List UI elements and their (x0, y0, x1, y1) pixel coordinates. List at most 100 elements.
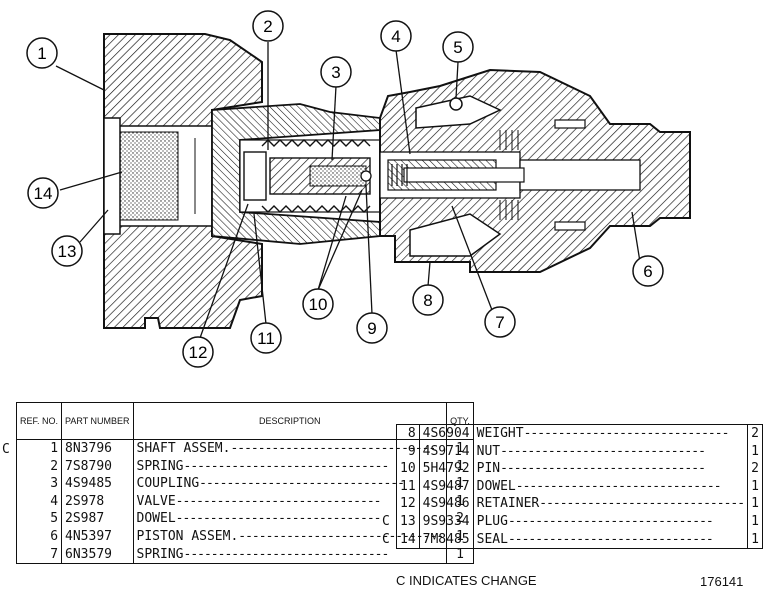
coupling-body (211, 103, 381, 245)
callout-5: 5 (442, 31, 474, 63)
leader-dashes: ------------------------------ (230, 441, 436, 456)
leader-dashes: ------------------------------ (175, 493, 382, 509)
svg-text:11: 11 (257, 329, 275, 348)
svg-text:1: 1 (37, 44, 46, 63)
qty-cell: 2 (751, 426, 759, 441)
leader-dashes: ------------------------------ (199, 476, 405, 492)
leader-dashes: ------------------------------ (500, 443, 706, 459)
callout-2: 2 (252, 10, 284, 42)
leader-dashes: ------------------------------ (175, 511, 382, 527)
description-cell: VALVE------------------------------ (133, 492, 448, 511)
svg-text:6: 6 (643, 262, 652, 281)
callout-14: 14 (27, 177, 59, 209)
description-text: SPRING (136, 458, 184, 474)
figure-number: 176141 (700, 574, 744, 589)
callout-8: 8 (412, 284, 444, 316)
qty-cell: 1 (751, 496, 759, 512)
ref-cell: 6 (16, 527, 63, 546)
description-cell: SPRING------------------------------ (133, 545, 448, 564)
description-cell: DOWEL------------------------------ (473, 477, 749, 496)
svg-text:13: 13 (58, 242, 77, 261)
part-number-cell: 4S9485 (61, 475, 134, 493)
leader-dashes: ------------------------------ (523, 426, 730, 441)
part-number-cell: 4N5397 (61, 527, 134, 546)
description-cell: NUT------------------------------ (473, 442, 749, 461)
description-text: COUPLING (136, 476, 200, 492)
leader-dashes: ------------------------------ (515, 478, 722, 494)
ref-cell: 14 (396, 530, 420, 549)
part-number-cell: 4S9486 (419, 495, 474, 513)
ref-cell: 9 (396, 442, 420, 461)
change-mark: C (2, 442, 10, 457)
ref-cell: 12 (396, 495, 420, 513)
leader-dashes: ------------------------------ (183, 546, 390, 562)
leader-dashes: ------------------------------ (507, 513, 714, 529)
leader-dashes: ------------------------------ (539, 496, 745, 512)
description-text: RETAINER (476, 496, 540, 512)
leader-dashes: ------------------------------ (500, 461, 706, 477)
ref-cell: 8 (396, 424, 420, 443)
description-text: PLUG (476, 513, 508, 529)
piston-body (379, 68, 691, 273)
ref-cell: 3 (16, 475, 63, 493)
svg-text:12: 12 (189, 343, 208, 362)
ref-cell: 7 (16, 545, 63, 564)
part-number-cell: 2S987 (61, 510, 134, 528)
callout-6: 6 (632, 255, 664, 287)
description-text: PISTON ASSEM. (136, 528, 239, 544)
callout-markers: 1 2 3 4 5 6 7 8 9 10 11 12 13 14 (26, 10, 664, 368)
callout-4: 4 (380, 20, 412, 52)
header-part-number: PART NUMBER (61, 402, 134, 440)
description-cell: WEIGHT------------------------------ (473, 424, 749, 443)
part-number-cell: 6N3579 (61, 545, 134, 564)
svg-text:14: 14 (34, 184, 53, 203)
ref-cell: 5 (16, 510, 63, 528)
part-number-cell: 7S8790 (61, 457, 134, 476)
svg-text:2: 2 (263, 17, 272, 36)
description-cell: PISTON ASSEM.---------------------------… (133, 527, 448, 546)
description-text: PIN (476, 461, 501, 477)
description-text: SHAFT ASSEM. (136, 441, 231, 456)
callout-3: 3 (320, 56, 352, 88)
qty-cell: 1 (456, 546, 464, 562)
part-number-cell: 4S9714 (419, 442, 474, 461)
qty-cell: 1 (751, 443, 759, 459)
qty-cell: 2 (751, 461, 759, 477)
description-cell: SPRING------------------------------ (133, 457, 448, 476)
callout-1: 1 (26, 37, 58, 69)
svg-text:10: 10 (309, 295, 328, 314)
qty-cell: 1 (751, 513, 759, 529)
change-mark: C (382, 514, 390, 529)
part-number-cell: 5H4792 (419, 460, 474, 478)
description-cell: PIN------------------------------ (473, 460, 749, 478)
svg-text:9: 9 (367, 319, 376, 338)
svg-text:3: 3 (331, 63, 340, 82)
description-cell: DOWEL------------------------------ (133, 510, 448, 528)
callout-11: 11 (250, 322, 282, 354)
ref-cell: 1 (16, 439, 63, 458)
description-text: NUT (476, 443, 501, 459)
description-cell: SHAFT ASSEM.----------------------------… (133, 439, 448, 458)
header-description: DESCRIPTION (133, 402, 448, 440)
svg-text:4: 4 (391, 27, 400, 46)
shaft-housing (103, 33, 263, 329)
part-number-cell: 4S6904 (419, 424, 474, 443)
exploded-assembly-diagram: 1 2 3 4 5 6 7 8 9 10 11 12 13 14 (26, 10, 691, 368)
change-legend: C INDICATES CHANGE (396, 573, 537, 588)
header-ref-no: REF. NO. (16, 402, 63, 440)
part-number-cell: 7M8485 (419, 530, 474, 549)
description-text: VALVE (136, 493, 176, 509)
part-number-cell: 8N3796 (61, 439, 134, 458)
change-mark: C (382, 531, 390, 547)
svg-text:5: 5 (453, 38, 462, 57)
